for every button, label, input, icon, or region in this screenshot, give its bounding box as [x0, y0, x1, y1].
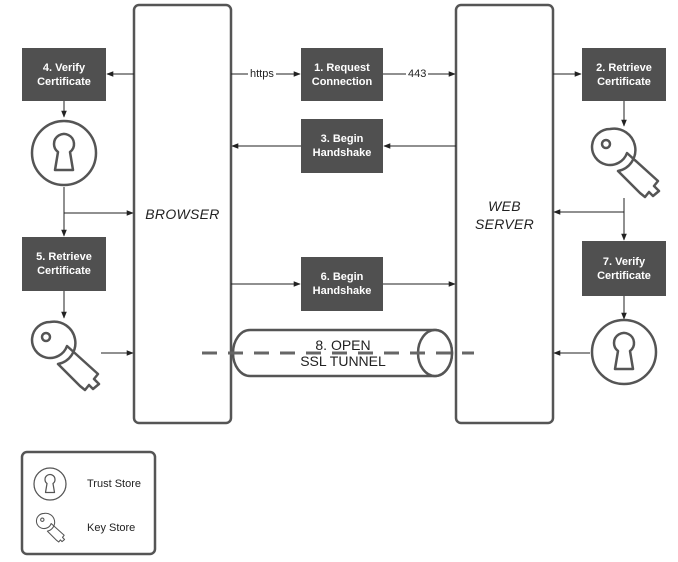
web-server-label: WEB SERVER — [474, 198, 535, 232]
trust-store-icon — [590, 318, 658, 386]
legend-box — [20, 450, 157, 556]
browser-box — [132, 3, 233, 425]
web-server-box — [454, 3, 555, 425]
trust-store-icon — [30, 119, 98, 187]
https-label: https — [248, 67, 276, 81]
legend-trust-store-label: Trust Store — [87, 478, 141, 490]
key-store-icon — [590, 127, 661, 199]
trust-to-browser-arrow — [63, 187, 134, 216]
port-label: 443 — [406, 67, 429, 81]
ssl-tunnel — [202, 328, 474, 378]
legend-key-store-label: Key Store — [87, 522, 136, 534]
browser-label: BROWSER — [145, 206, 220, 222]
legend-trust-store-icon — [33, 467, 67, 501]
key-store-icon — [30, 320, 101, 392]
